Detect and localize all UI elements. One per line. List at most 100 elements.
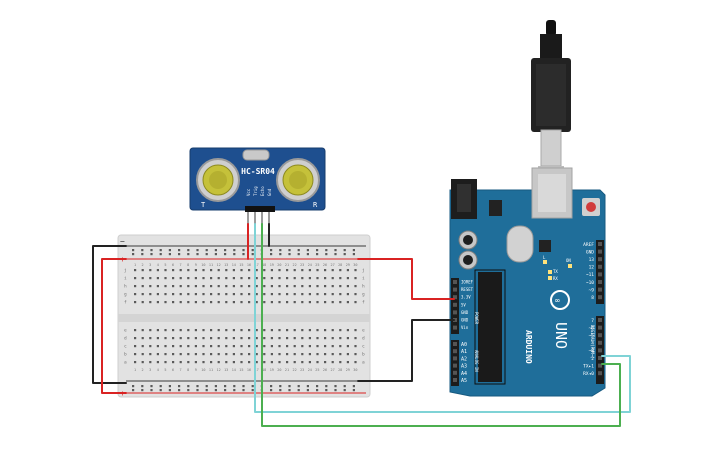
rail-hole: [150, 249, 153, 252]
rail-hole: [270, 389, 273, 392]
column-number: 11: [209, 263, 213, 267]
terminal-hole: [308, 361, 311, 364]
terminal-hole: [187, 361, 190, 364]
terminal-hole: [164, 329, 167, 332]
terminal-hole: [263, 353, 266, 356]
rail-hole: [150, 385, 153, 388]
terminal-hole: [134, 293, 137, 296]
sensor-pin-gnd: Gnd: [267, 188, 272, 196]
rail-hole: [233, 253, 236, 256]
terminal-hole: [339, 337, 342, 340]
rail-hole: [214, 253, 217, 256]
terminal-hole: [240, 277, 243, 280]
led-tx-label: TX: [553, 269, 558, 274]
terminal-hole: [179, 329, 182, 332]
rail-hole: [132, 389, 135, 392]
rail-hole: [242, 253, 245, 256]
rail-hole: [334, 389, 337, 392]
column-number: 19: [270, 368, 274, 372]
row-letter: h: [124, 284, 127, 290]
column-number: 5: [164, 263, 166, 267]
rail-hole: [288, 249, 291, 252]
terminal-hole: [278, 345, 281, 348]
terminal-hole: [263, 337, 266, 340]
terminal-hole: [346, 329, 349, 332]
row-letter: c: [124, 345, 127, 350]
rail-hole: [224, 253, 227, 256]
terminal-hole: [293, 361, 296, 364]
rail-hole: [352, 385, 355, 388]
terminal-hole: [232, 353, 235, 356]
terminal-hole: [248, 361, 251, 364]
terminal-hole: [179, 353, 182, 356]
terminal-hole: [149, 361, 152, 364]
terminal-hole: [293, 293, 296, 296]
rail-hole: [288, 389, 291, 392]
terminal-hole: [324, 353, 327, 356]
terminal-hole: [149, 353, 152, 356]
row-letter: b: [124, 352, 127, 358]
column-number: 9: [195, 263, 197, 267]
analog-pin-label: A4: [461, 371, 467, 377]
column-number: 25: [315, 368, 319, 372]
terminal-hole: [187, 329, 190, 332]
digital-pin-label: 2: [591, 356, 594, 362]
terminal-hole: [354, 337, 357, 340]
rail-minus-label: −: [120, 237, 125, 246]
power-pin-label: GND: [461, 318, 469, 323]
terminal-hole: [194, 329, 197, 332]
sensor-corner-t: T: [201, 201, 206, 209]
terminal-hole: [149, 277, 152, 280]
terminal-hole: [293, 345, 296, 348]
column-number: 3: [149, 263, 151, 267]
column-number: 22: [292, 368, 296, 372]
row-letter: j: [362, 268, 365, 274]
terminal-hole: [134, 345, 137, 348]
terminal-hole: [286, 345, 289, 348]
column-number: 15: [239, 368, 243, 372]
terminal-hole: [194, 269, 197, 272]
terminal-hole: [308, 293, 311, 296]
rail-hole: [132, 385, 135, 388]
wire-black-gnd: [357, 319, 455, 382]
rail-hole: [297, 389, 300, 392]
terminal-hole: [301, 277, 304, 280]
terminal-hole: [301, 329, 304, 332]
sensor-label: HC-SR04: [241, 167, 275, 176]
terminal-hole: [172, 269, 175, 272]
terminal-hole: [270, 337, 273, 340]
terminal-hole: [301, 361, 304, 364]
terminal-hole: [255, 293, 258, 296]
digital-pin-label: ~11: [586, 272, 594, 278]
header-pin: [453, 302, 457, 307]
rail-hole: [352, 249, 355, 252]
terminal-hole: [217, 361, 220, 364]
terminal-hole: [316, 277, 319, 280]
terminal-hole: [324, 361, 327, 364]
terminal-hole: [172, 285, 175, 288]
terminal-hole: [172, 277, 175, 280]
terminal-hole: [293, 353, 296, 356]
column-number: 4: [157, 263, 159, 267]
terminal-hole: [202, 337, 205, 340]
power-pin-label: 3.3V: [461, 295, 471, 300]
terminal-hole: [286, 277, 289, 280]
terminal-hole: [172, 337, 175, 340]
analog-pin-label: A0: [461, 342, 467, 348]
terminal-hole: [248, 269, 251, 272]
terminal-hole: [149, 301, 152, 304]
terminal-hole: [316, 301, 319, 304]
terminal-hole: [278, 269, 281, 272]
terminal-hole: [225, 361, 228, 364]
header-pin: [598, 242, 602, 246]
power-section-label: POWER: [474, 312, 479, 325]
digital-pin-label: 12: [589, 265, 595, 271]
terminal-hole: [149, 293, 152, 296]
digital-pin-label: GND: [586, 249, 594, 255]
rail-hole: [205, 253, 208, 256]
terminal-hole: [202, 301, 205, 304]
terminal-hole: [141, 285, 144, 288]
terminal-hole: [217, 285, 220, 288]
terminal-hole: [301, 293, 304, 296]
